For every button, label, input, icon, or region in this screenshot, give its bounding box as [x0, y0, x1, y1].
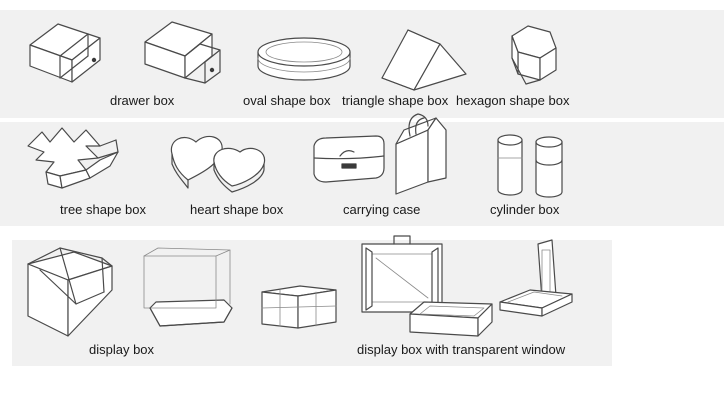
drawer-box-illustration-1 — [29, 23, 101, 83]
cylinder-box-illustration — [497, 134, 563, 198]
carrying-case-label: carrying case — [343, 202, 421, 217]
display-box-transparent-illustration — [143, 247, 233, 327]
cylinder-box-label: cylinder box — [490, 202, 560, 217]
clear-lid-box-illustration — [261, 285, 337, 329]
carrying-case-illustration — [313, 113, 447, 195]
heart-shape-box-label: heart shape box — [190, 202, 284, 217]
tree-box-illustration — [27, 127, 119, 189]
display-box-label: display box — [89, 342, 155, 357]
hexagon-shape-box-label: hexagon shape box — [456, 93, 570, 108]
display-box-open-illustration — [27, 247, 113, 337]
oval-box-illustration — [257, 37, 351, 81]
window-tray-box-illustration — [409, 301, 493, 337]
heart-box-illustration — [170, 135, 266, 193]
triangle-shape-box-label: triangle shape box — [342, 93, 449, 108]
triangle-box-illustration — [381, 29, 467, 91]
tree-shape-box-label: tree shape box — [60, 202, 147, 217]
drawer-box-label: drawer box — [110, 93, 175, 108]
drawer-box-illustration-2 — [144, 21, 221, 84]
row1-background — [0, 10, 724, 118]
display-box-window-label: display box with transparent window — [357, 342, 566, 357]
window-box-lid-illustration — [499, 239, 573, 317]
window-box-hanger-illustration — [361, 235, 443, 313]
hexagon-box-illustration — [511, 25, 557, 85]
oval-shape-box-label: oval shape box — [243, 93, 331, 108]
